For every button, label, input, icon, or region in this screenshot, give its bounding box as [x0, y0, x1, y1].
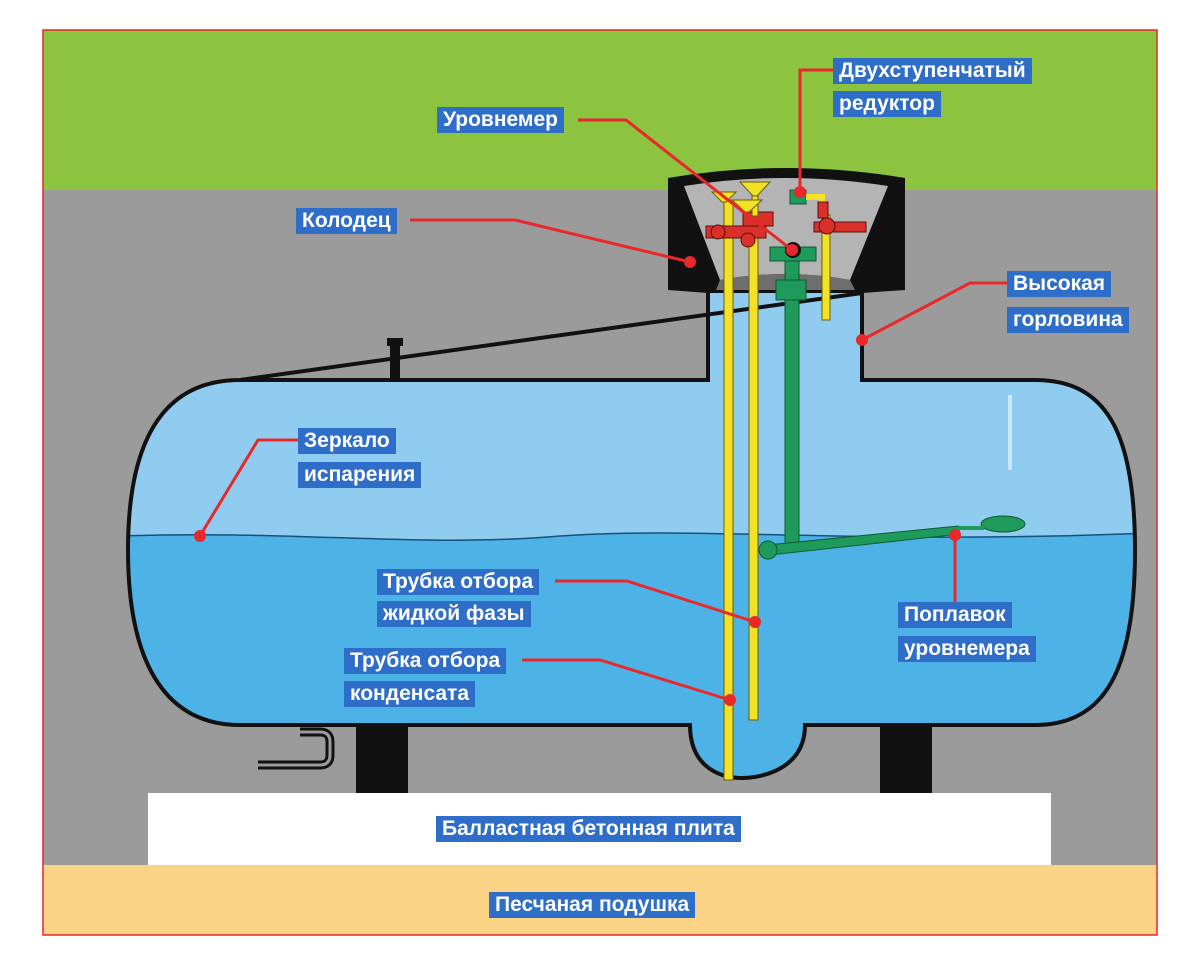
frame-border: [42, 29, 1158, 936]
liquid-tube-label-line2: жидкой фазы: [377, 601, 531, 627]
well-label: Колодец: [296, 208, 397, 234]
mirror-label-line2: испарения: [298, 462, 422, 488]
condensate-tube: [723, 199, 734, 781]
concrete-slab-label: Балластная бетонная плита: [436, 816, 741, 842]
tank-support-left: [356, 725, 408, 793]
condensate-tube-label-line2: конденсата: [344, 681, 476, 707]
neck-label-line2: горловина: [1007, 307, 1129, 333]
pointer-dots: [194, 186, 961, 706]
liquid-phase-tube: [748, 199, 759, 721]
reducer-label-line1: Двухступенчатый: [833, 58, 1032, 84]
float-ball: [980, 515, 1026, 533]
mirror-label-line1: Зеркало: [298, 428, 396, 454]
float-label-line2: уровнемера: [898, 636, 1036, 662]
valve-group: [705, 211, 867, 248]
condensate-tube-label-line1: Трубка отбора: [344, 648, 507, 674]
funnel-fittings: [710, 181, 772, 217]
grass-layer: [43, 30, 1157, 190]
neck-label-line1: Высокая: [1007, 271, 1112, 297]
float-label-line1: Поплавок: [898, 602, 1012, 628]
tank-body: [125, 290, 1138, 781]
level-gauge-label: Уровнемер: [437, 107, 564, 133]
liquid-tube-label-line1: Трубка отбора: [377, 569, 540, 595]
tank-support-right: [880, 725, 932, 793]
reducer-label-line2: редуктор: [833, 91, 941, 117]
sand-cushion-label: Песчаная подушка: [489, 892, 696, 918]
